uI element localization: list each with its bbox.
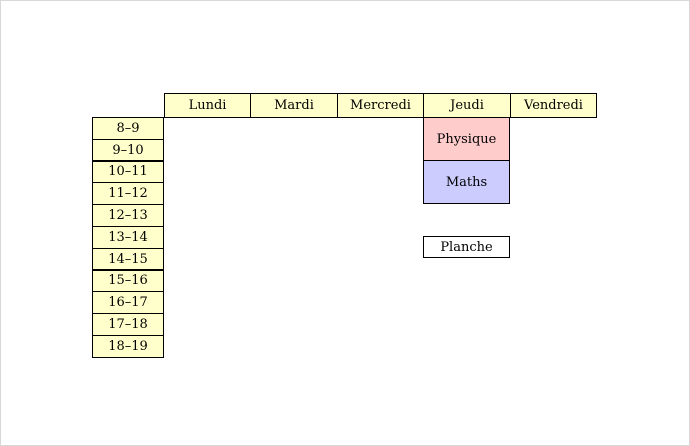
day-header-mardi: Mardi xyxy=(250,93,338,118)
time-slot-13-14: 13–14 xyxy=(92,226,164,249)
time-slot-17-18: 17–18 xyxy=(92,313,164,336)
time-slot-8-9: 8–9 xyxy=(92,117,164,140)
day-header-vendredi: Vendredi xyxy=(510,93,597,118)
event-physique: Physique xyxy=(423,117,510,161)
time-slot-12-13: 12–13 xyxy=(92,204,164,227)
time-slot-15-16: 15–16 xyxy=(92,269,164,293)
time-slot-18-19: 18–19 xyxy=(92,335,164,358)
event-maths: Maths xyxy=(423,160,510,204)
time-slot-11-12: 11–12 xyxy=(92,182,164,205)
day-header-mercredi: Mercredi xyxy=(337,93,424,118)
event-planche: Planche xyxy=(423,236,510,258)
time-slot-16-17: 16–17 xyxy=(92,291,164,314)
time-slot-14-15: 14–15 xyxy=(92,247,164,271)
time-slot-9-10: 9–10 xyxy=(92,138,164,162)
time-slot-10-11: 10–11 xyxy=(92,160,164,184)
day-header-jeudi: Jeudi xyxy=(423,93,511,118)
day-header-lundi: Lundi xyxy=(164,93,251,118)
